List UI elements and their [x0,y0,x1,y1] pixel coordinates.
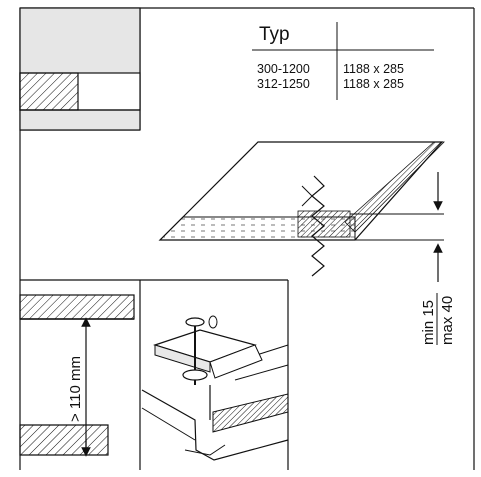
table-row-size: 1188 x 285 [343,77,404,91]
clamp-diagram [141,315,289,461]
table-row-typ: 300-1200 [257,62,310,76]
gap-dimension-label: min 15 max 40 [420,293,456,345]
gap-label-min: min 15 [420,300,437,345]
clearance-label-wrap: > 110 mm [67,356,84,422]
type-table-lines [252,22,434,100]
worktop-diagram [158,141,445,282]
gap-label-max: max 40 [439,296,456,345]
clearance-diagram [19,294,135,457]
panel-thumbnail [19,7,141,131]
table-header-typ: Typ [259,24,290,45]
clearance-label: > 110 mm [67,356,84,422]
table-row-size: 1188 x 285 [343,62,404,76]
table-row-typ: 312-1250 [257,77,310,91]
hatch-pattern-icon [19,72,79,111]
